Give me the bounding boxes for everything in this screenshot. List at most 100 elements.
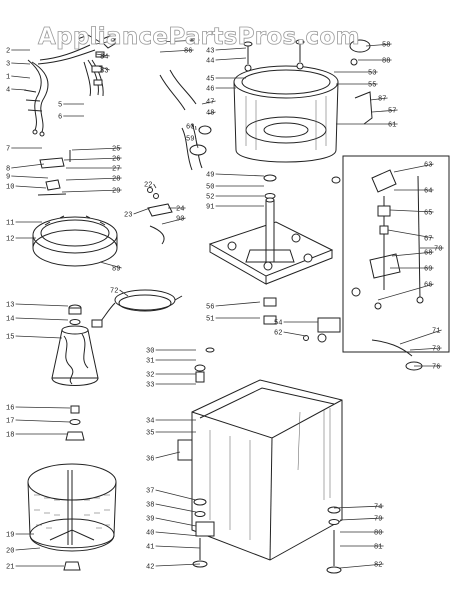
callout-30: 30 [146,348,154,356]
wire-harness [23,34,101,137]
callout-85: 85 [190,38,198,46]
callout-44: 44 [206,58,214,66]
callout-25: 25 [112,146,120,154]
drain-hose [159,69,212,171]
callout-21: 21 [6,564,14,572]
callout-80: 80 [374,530,382,538]
power-cord [91,289,183,328]
callout-64: 64 [424,188,432,196]
callout-7: 7 [6,146,10,154]
leveling-legs-left [192,498,215,568]
leader-line-38 [155,503,197,513]
callout-60: 60 [186,124,194,132]
callout-40: 40 [146,530,154,538]
callout-22: 22 [144,182,152,190]
callout-87: 87 [378,96,386,104]
leader-line-36 [155,451,181,459]
callout-26: 26 [112,156,120,164]
callout-35: 35 [146,430,154,438]
callout-36: 36 [146,456,154,464]
callout-37: 37 [146,488,154,496]
callout-55: 55 [368,82,376,90]
leader-line-72 [119,289,129,297]
callout-19: 19 [6,532,14,540]
callout-43: 43 [206,48,214,56]
callout-63: 63 [424,162,432,170]
callout-45: 45 [206,76,214,84]
leader-line-66 [377,283,434,301]
callout-5: 5 [58,102,62,110]
leader-line-65 [389,209,434,213]
callout-20: 20 [6,548,14,556]
leader-line-79 [339,517,384,521]
leader-line-62 [283,331,307,337]
callout-29: 29 [112,188,120,196]
callout-8: 8 [6,166,10,174]
leader-line-16 [15,406,71,409]
leveling-legs-right [326,506,342,574]
leader-line-17 [15,419,71,423]
detail-inset-box [342,155,450,353]
leader-line-1 [11,75,31,79]
callout-18: 18 [6,432,14,440]
tub-ring-assembly [32,215,118,267]
callout-59: 59 [186,136,194,144]
callout-56: 56 [206,304,214,312]
leader-line-71 [399,329,442,345]
leader-line-58 [365,43,392,47]
leader-line-49 [215,173,265,177]
outer-tub [233,62,339,163]
tub-bolts [243,39,305,64]
callout-72: 72 [110,288,118,296]
agitator [51,325,99,386]
callout-51: 51 [206,316,214,324]
callout-62: 62 [274,330,282,338]
leader-line-87 [369,97,388,101]
leader-line-14 [15,317,69,321]
callout-2: 2 [6,48,10,56]
spin-basket [27,463,117,552]
callout-73: 73 [432,346,440,354]
callout-3: 3 [6,61,10,69]
leader-line-39 [155,517,197,527]
cabinet-fasteners-left [194,347,215,383]
leader-line-25 [71,147,122,151]
callout-33: 33 [146,382,154,390]
callout-11: 11 [6,220,14,228]
leader-line-41 [155,545,201,549]
watermark-text: AppliancePartsPros.com [38,24,360,50]
callout-labels: 2341567891011121314151617181920212223242… [6,38,444,572]
callout-79: 79 [374,516,382,524]
wire-connector [83,35,119,97]
leader-line-26 [63,157,122,161]
leader-line-42 [155,563,201,567]
callout-32: 32 [146,372,154,380]
callout-41: 41 [146,544,154,552]
callout-52: 52 [206,194,214,202]
mounting-plate [208,221,334,285]
callout-10: 10 [6,184,14,192]
leader-line-85 [159,39,200,43]
callout-76: 76 [432,364,440,372]
callout-9: 9 [6,174,10,182]
callout-61: 61 [388,122,396,130]
leader-line-59 [195,137,199,149]
leader-line-83 [97,65,110,71]
leader-line-73 [409,347,442,351]
leader-line-43 [215,47,247,51]
leader-line-22 [153,183,157,189]
lever-parts [371,339,423,371]
leader-line-92 [95,39,118,45]
callout-68: 68 [424,250,432,258]
transmission-shaft [245,197,295,263]
callout-69: 69 [424,266,432,274]
leader-line-4 [11,88,27,91]
callout-34: 34 [146,418,154,426]
callout-70: 70 [434,246,442,254]
callout-65: 65 [424,210,432,218]
lid-switch-assembly [351,169,424,310]
callout-15: 15 [6,334,14,342]
callout-74: 74 [374,504,382,512]
leader-line-86 [159,49,194,53]
callout-89: 89 [112,266,120,274]
